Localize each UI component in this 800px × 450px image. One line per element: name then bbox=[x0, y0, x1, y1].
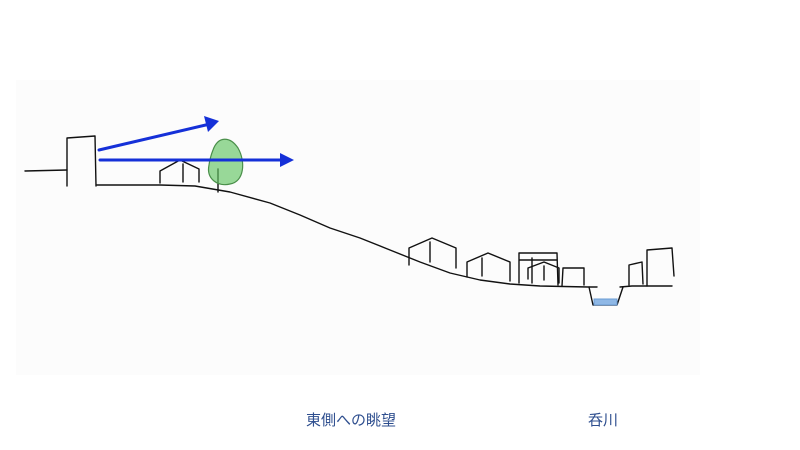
hilltop-building bbox=[66, 135, 97, 187]
ground-profile-line bbox=[24, 169, 673, 288]
view-arrows bbox=[97, 122, 285, 162]
sketch-background bbox=[16, 80, 700, 375]
river-water bbox=[593, 298, 618, 306]
house-upper bbox=[159, 159, 200, 184]
river-caption: 呑川 bbox=[588, 411, 619, 429]
tree-foliage bbox=[207, 138, 244, 186]
building-right-1 bbox=[628, 261, 644, 286]
view-arrow-upward bbox=[97, 122, 212, 152]
arrowhead-level bbox=[280, 153, 294, 167]
house-lower-1 bbox=[518, 252, 559, 286]
arrowhead-upward bbox=[204, 116, 219, 132]
house-lower-3 bbox=[561, 267, 585, 287]
building-right-2 bbox=[646, 247, 675, 287]
house-mid-2 bbox=[466, 252, 511, 282]
house-mid-1 bbox=[408, 237, 457, 269]
house-lower-2 bbox=[527, 261, 560, 284]
view-caption: 東側への眺望 bbox=[306, 411, 397, 429]
